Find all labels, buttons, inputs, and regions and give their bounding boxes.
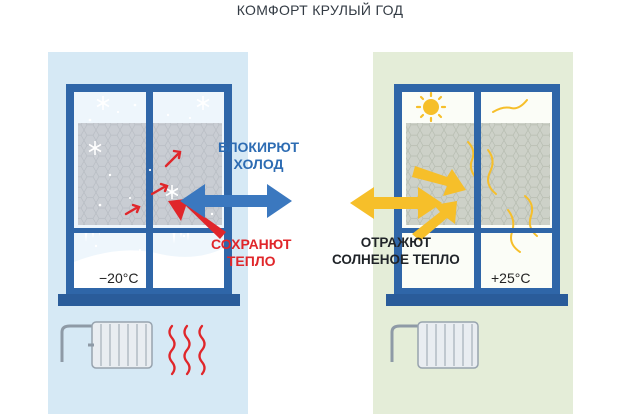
arrow-icon [164, 152, 180, 168]
arrow-icon [168, 197, 226, 239]
winter-window-transom [70, 228, 228, 233]
winter-temperature: −20°C [99, 270, 139, 286]
summer-window-transom [398, 228, 556, 233]
arrow-icon [412, 201, 457, 241]
small-heat-arrows [124, 149, 182, 216]
arrow-icon [150, 184, 168, 196]
heat-wave-icon [168, 324, 206, 376]
winter-window-sill [58, 294, 240, 306]
summer-window-mullion [474, 88, 481, 292]
icicles-left [84, 228, 101, 242]
big-yellow-arrow [350, 187, 442, 219]
page-title: КОМФОРТ КРУЛЫЙ ГОД [236, 2, 404, 18]
snow-dots [88, 103, 214, 252]
summer-window-sill [386, 294, 568, 306]
sun-arrows [412, 166, 466, 241]
big-red-arrow [168, 197, 226, 239]
summer-temperature: +25°C [491, 270, 531, 286]
radiator-icon [60, 321, 153, 369]
arrow-icon [124, 205, 140, 216]
sun-icon [415, 91, 447, 123]
radiator-icon [390, 321, 479, 369]
label-keep-heat: СОХРАНЮТ ТЕПЛО [211, 236, 292, 269]
arrow-icon [412, 166, 466, 196]
arrow-icon [180, 184, 292, 218]
winter-window-mullion [146, 88, 153, 292]
arrow-icon [350, 187, 442, 219]
label-block-cold: БЛОКИРЮТ ХОЛОД [218, 139, 300, 172]
big-blue-arrow [180, 184, 292, 218]
icicles-right [172, 228, 190, 244]
summer-panel [373, 52, 573, 414]
label-reflect-heat: ОТРАЖЮТ СОЛНЕНОЕ ТЕПЛО [332, 235, 460, 267]
